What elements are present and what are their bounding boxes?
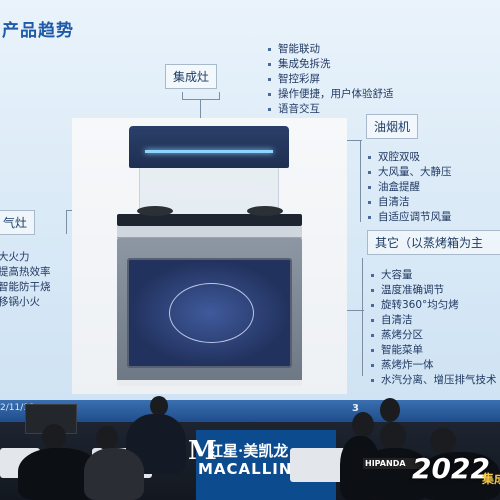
feature-item: 移锅小火 [0,296,40,308]
event-year-suffix: 集成 [482,472,500,486]
feature-item: 操作便捷，用户体验舒适 [268,87,394,102]
feature-list-range-hood: 双腔双吸 大风量、大静压 油盒提醒 自清洁 自适应调节风量 [368,150,452,225]
connector-others-vertical [362,258,363,376]
feature-item: 自适应调节风量 [368,210,452,225]
brand-name-en: MACALLINE [198,460,304,478]
projection-screen: 产品趋势 集成灶 智能联动 集成免拆洗 智控彩屏 操作便捷，用户体验舒适 语音交… [0,0,500,400]
feature-item: 智能防干烧 [0,281,51,293]
feature-item: 水汽分离、增压排气技术 [371,373,497,388]
feature-list-integrated-stove: 智能联动 集成免拆洗 智控彩屏 操作便捷，用户体验舒适 语音交互 [268,42,394,117]
feature-item: 大容量 [371,268,497,283]
feature-item: 旋转360°均匀烤 [371,298,497,313]
callout-gas-stove: 气灶 [0,210,36,235]
audience-head [96,426,118,450]
feature-item: 集成免拆洗 [268,57,394,72]
feature-list-others: 大容量 温度准确调节 旋转360°均匀烤 自清洁 蒸烤分区 智能菜单 蒸烤炸一体… [371,268,497,388]
feature-item: 蒸烤炸一体 [371,358,497,373]
feature-item: 提高热效率 [0,266,51,278]
event-year: 2022 [412,452,490,485]
audience-head [352,412,374,438]
callout-integrated-stove: 集成灶 [165,64,218,89]
burner-icon [137,206,173,216]
feature-item: 语音交互 [268,102,394,117]
feature-item: 蒸烤分区 [371,328,497,343]
brand-name-cn: 红星·美凯龙 [208,442,289,460]
brand-mark: M [188,436,217,466]
audience-person [360,448,430,500]
connector-gas-stove-vertical [66,210,67,234]
audience-person [84,448,144,500]
feature-item: 大风量、大静压 [368,165,452,180]
callout-others: 其它（以蒸烤箱为主 [367,230,500,255]
cooktop-illustration [117,206,302,226]
callout-range-hood: 油烟机 [366,114,419,139]
feature-item: 自清洁 [368,195,452,210]
feature-item: 大火力 [0,251,30,263]
hood-light-strip [145,150,273,153]
feature-item: 智控彩屏 [268,72,394,87]
audience-head [150,396,168,416]
audience-head [380,422,406,450]
oven-window [127,258,292,368]
feature-item: 自清洁 [371,313,497,328]
product-photo [72,118,347,394]
stage-led-bar [0,400,500,422]
connector-integrated-stove [200,100,201,120]
oven-base [117,380,302,386]
control-panel-strip [117,226,302,238]
audience-head [380,398,400,422]
burner-icon [247,206,283,216]
slide-footer-date: 2/11/19 [0,403,35,413]
oven-illustration [117,238,302,384]
feature-item: 温度准确调节 [371,283,497,298]
audience-head [42,424,66,450]
shirt-print-text: HIPANDA [363,458,425,469]
range-hood-illustration [129,126,289,168]
slide-page-number: 3 [352,403,359,414]
connector-range-hood-vertical [360,140,361,222]
slide-title: 产品趋势 [2,21,74,41]
feature-item: 智能菜单 [371,343,497,358]
feature-item: 油盒提醒 [368,180,452,195]
audience-person [420,452,500,500]
feature-list-gas-stove: 大火力 提高热效率 智能防干烧 移锅小火 [0,250,51,310]
feature-item: 双腔双吸 [368,150,452,165]
feature-item: 智能联动 [268,42,394,57]
oven-light-ring [169,283,254,343]
bracket-integrated-stove [182,92,220,100]
audience-head [430,428,456,454]
